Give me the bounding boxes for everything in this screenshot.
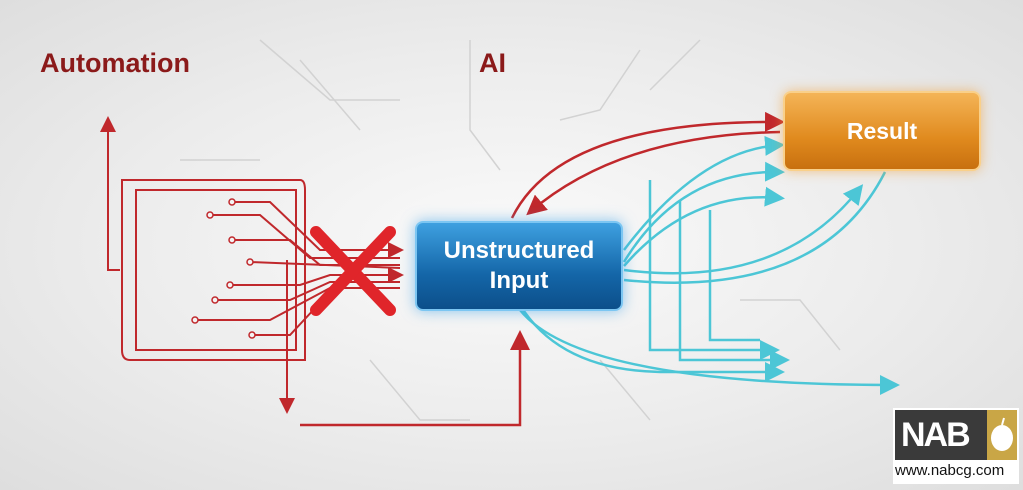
cyan-flow-arrows [518,135,900,395]
input-label-line1: Unstructured [443,237,595,264]
apple-icon [987,410,1017,460]
logo-url: www.nabcg.com [895,462,1005,479]
circuit-nodes [191,198,256,339]
unstructured-input-box: Unstructured Input [415,221,623,311]
logo-name: NAB [901,416,971,454]
red-flow-arrows [300,111,785,427]
nab-logo: NAB www.nabcg.com [893,408,1019,484]
ai-heading: AI [479,48,506,78]
input-label-line2: Input [489,267,549,294]
background-circuit-lines [180,39,841,421]
automation-heading: Automation [40,48,190,78]
logo-banner: NAB [895,410,1017,460]
cross-icon [310,226,396,316]
result-box: Result [783,91,981,171]
result-label: Result [846,117,918,144]
automation-circuit [100,116,404,414]
